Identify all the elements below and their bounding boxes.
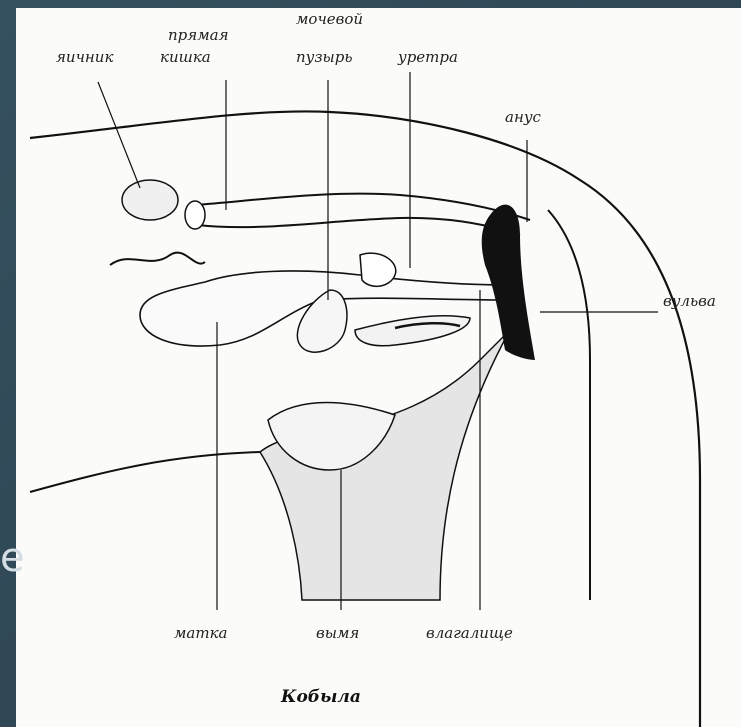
label-rectum-1: прямая [168, 26, 229, 44]
udder-body [260, 330, 510, 600]
label-uterus: матка [174, 624, 228, 642]
label-anus: анус [505, 108, 542, 126]
label-urethra: уретра [397, 48, 458, 66]
label-ovary: яичник [56, 48, 113, 66]
tail-outline [548, 210, 590, 600]
label-bladder-1: мочевой [296, 10, 363, 28]
rectum-opening [185, 201, 205, 229]
diagram-image: яичник прямая кишка мочевой пузырь уретр… [16, 8, 741, 727]
label-vulva: вульва [663, 292, 716, 310]
label-bladder-2: пузырь [296, 48, 353, 66]
diagram-caption: Кобыла [280, 687, 361, 707]
label-udder: вымя [316, 624, 359, 642]
rectum-upper [195, 194, 530, 220]
oviduct [110, 253, 205, 265]
label-vagina: влагалище [426, 624, 513, 642]
rectum-lower [198, 218, 520, 235]
belly-outline [30, 452, 260, 492]
label-rectum-2: кишка [160, 48, 211, 66]
anus-vulva-tissue [482, 205, 535, 360]
urethra-bulb [360, 253, 396, 286]
vagina-shape [355, 316, 470, 346]
slide-partial-text: е [0, 538, 25, 578]
ovary-shape [122, 180, 178, 220]
mare-reproductive-diagram: яичник прямая кишка мочевой пузырь уретр… [16, 8, 741, 727]
